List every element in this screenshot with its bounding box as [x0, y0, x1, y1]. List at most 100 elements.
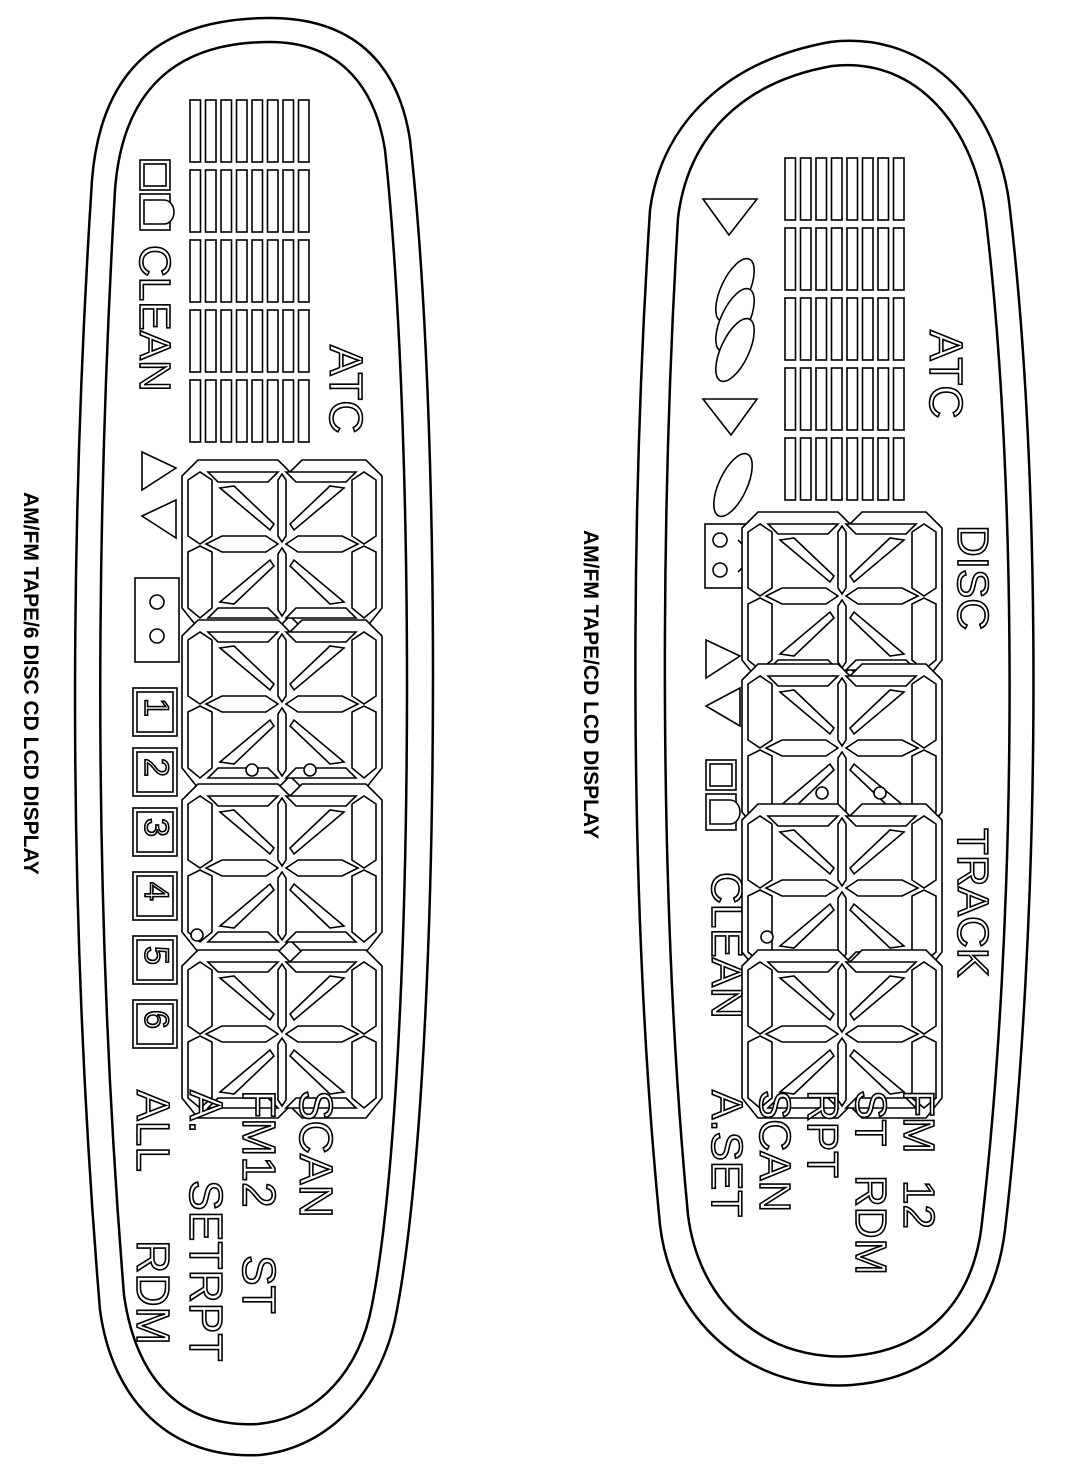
left-all-label: ALL: [127, 1090, 179, 1172]
level-meter-bar: [266, 99, 279, 163]
left-scan-label: SCAN: [290, 1090, 342, 1218]
level-meter-bar: [815, 367, 828, 431]
level-meter-bar: [846, 367, 859, 431]
level-meter-bar: [282, 239, 295, 303]
level-meter-bar: [220, 379, 233, 443]
level-meter-bar: [892, 297, 905, 361]
level-meter-bar: [892, 227, 905, 291]
right-display-caption: AM/FM TAPE/CD LCD DISPLAY: [579, 530, 602, 839]
left-setrpt-label: SETRPT: [180, 1180, 232, 1361]
left-rdm-label: RDM: [127, 1240, 179, 1345]
level-meter-bar: [892, 367, 905, 431]
level-meter-bar: [830, 227, 843, 291]
right-rdm-label: RDM: [846, 1175, 895, 1275]
left-triangles-icon: [140, 450, 178, 540]
disc-number-2: 2: [137, 758, 175, 777]
left-digits: [181, 459, 383, 1119]
level-meter-bar: [235, 169, 248, 233]
level-meter-bar: [297, 309, 310, 373]
level-meter-bar: [877, 367, 890, 431]
left-disc-numbers: 1 2 3 4 5 6: [132, 687, 178, 1049]
level-meter-bar: [189, 99, 202, 163]
level-meter-bar: [861, 227, 874, 291]
left-display-caption: AM/FM TAPE/6 DISC CD LCD DISPLAY: [19, 492, 42, 875]
right-12-label: 12: [894, 1180, 943, 1229]
level-meter-bar: [815, 157, 828, 221]
right-fm-label: FM: [894, 1090, 943, 1154]
level-meter-bar: [784, 297, 797, 361]
level-meter-bar: [877, 227, 890, 291]
level-meter-bar: [861, 157, 874, 221]
level-meter-bar: [861, 297, 874, 361]
level-meter-bar: [266, 169, 279, 233]
right-display-outer-outline: [634, 39, 1035, 1387]
level-meter-bar: [799, 437, 812, 501]
level-meter-bar: [877, 297, 890, 361]
level-meter-bar: [282, 379, 295, 443]
level-meter-bar: [189, 169, 202, 233]
level-meter-bar: [815, 437, 828, 501]
level-meter-bar: [830, 157, 843, 221]
disc-number-3: 3: [137, 818, 175, 837]
left-clean-label: CLEAN: [130, 245, 179, 392]
left-display: ATC CLEAN: [73, 16, 435, 1457]
level-meter-bar: [220, 99, 233, 163]
right-display: ATC DISC TRACK: [634, 39, 1035, 1387]
right-level-meter: [784, 157, 905, 501]
right-dolby-icon: [705, 759, 741, 831]
level-meter-bar: [892, 437, 905, 501]
level-meter-bar: [282, 309, 295, 373]
level-meter-bar: [220, 239, 233, 303]
level-meter-bar: [297, 239, 310, 303]
right-play-icon: [701, 198, 759, 437]
level-meter-bar: [846, 227, 859, 291]
right-scan-label: SCAN: [750, 1090, 799, 1212]
level-meter-bar: [220, 169, 233, 233]
level-meter-bar: [220, 309, 233, 373]
level-meter-bar: [799, 297, 812, 361]
level-meter-bar: [815, 297, 828, 361]
left-dolby-icon: [139, 159, 175, 231]
level-meter-bar: [784, 367, 797, 431]
right-tape-reel-icon: [713, 257, 755, 518]
level-meter-bar: [204, 309, 217, 373]
right-track-label: TRACK: [948, 828, 997, 977]
level-meter-bar: [297, 99, 310, 163]
level-meter-bar: [861, 437, 874, 501]
level-meter-bar: [189, 379, 202, 443]
level-meter-bar: [189, 309, 202, 373]
level-meter-bar: [830, 437, 843, 501]
level-meter-bar: [204, 169, 217, 233]
left-fm12-label: FM12: [233, 1090, 285, 1208]
level-meter-bar: [235, 239, 248, 303]
level-meter-bar: [892, 157, 905, 221]
level-meter-bar: [861, 367, 874, 431]
level-meter-bar: [877, 157, 890, 221]
left-level-meter: [189, 99, 310, 443]
left-atc-label: ATC: [320, 345, 372, 434]
level-meter-bar: [204, 239, 217, 303]
level-meter-bar: [282, 169, 295, 233]
left-display-inner-outline: [99, 40, 409, 1426]
level-meter-bar: [204, 99, 217, 163]
level-meter-bar: [830, 297, 843, 361]
right-triangles-icon: [704, 638, 742, 728]
level-meter-bar: [204, 379, 217, 443]
right-st-label: ST: [846, 1090, 895, 1146]
level-meter-bar: [251, 379, 264, 443]
level-meter-bar: [251, 169, 264, 233]
level-meter-bar: [799, 367, 812, 431]
level-meter-bar: [251, 239, 264, 303]
level-meter-bar: [251, 309, 264, 373]
level-meter-bar: [877, 437, 890, 501]
level-meter-bar: [235, 99, 248, 163]
level-meter-bar: [784, 437, 797, 501]
level-meter-bar: [235, 379, 248, 443]
right-disc-label: DISC: [948, 525, 997, 630]
level-meter-bar: [251, 99, 264, 163]
left-st-label: ST: [233, 1255, 285, 1314]
level-meter-bar: [815, 227, 828, 291]
level-meter-bar: [189, 239, 202, 303]
disc-number-6: 6: [137, 1010, 175, 1029]
